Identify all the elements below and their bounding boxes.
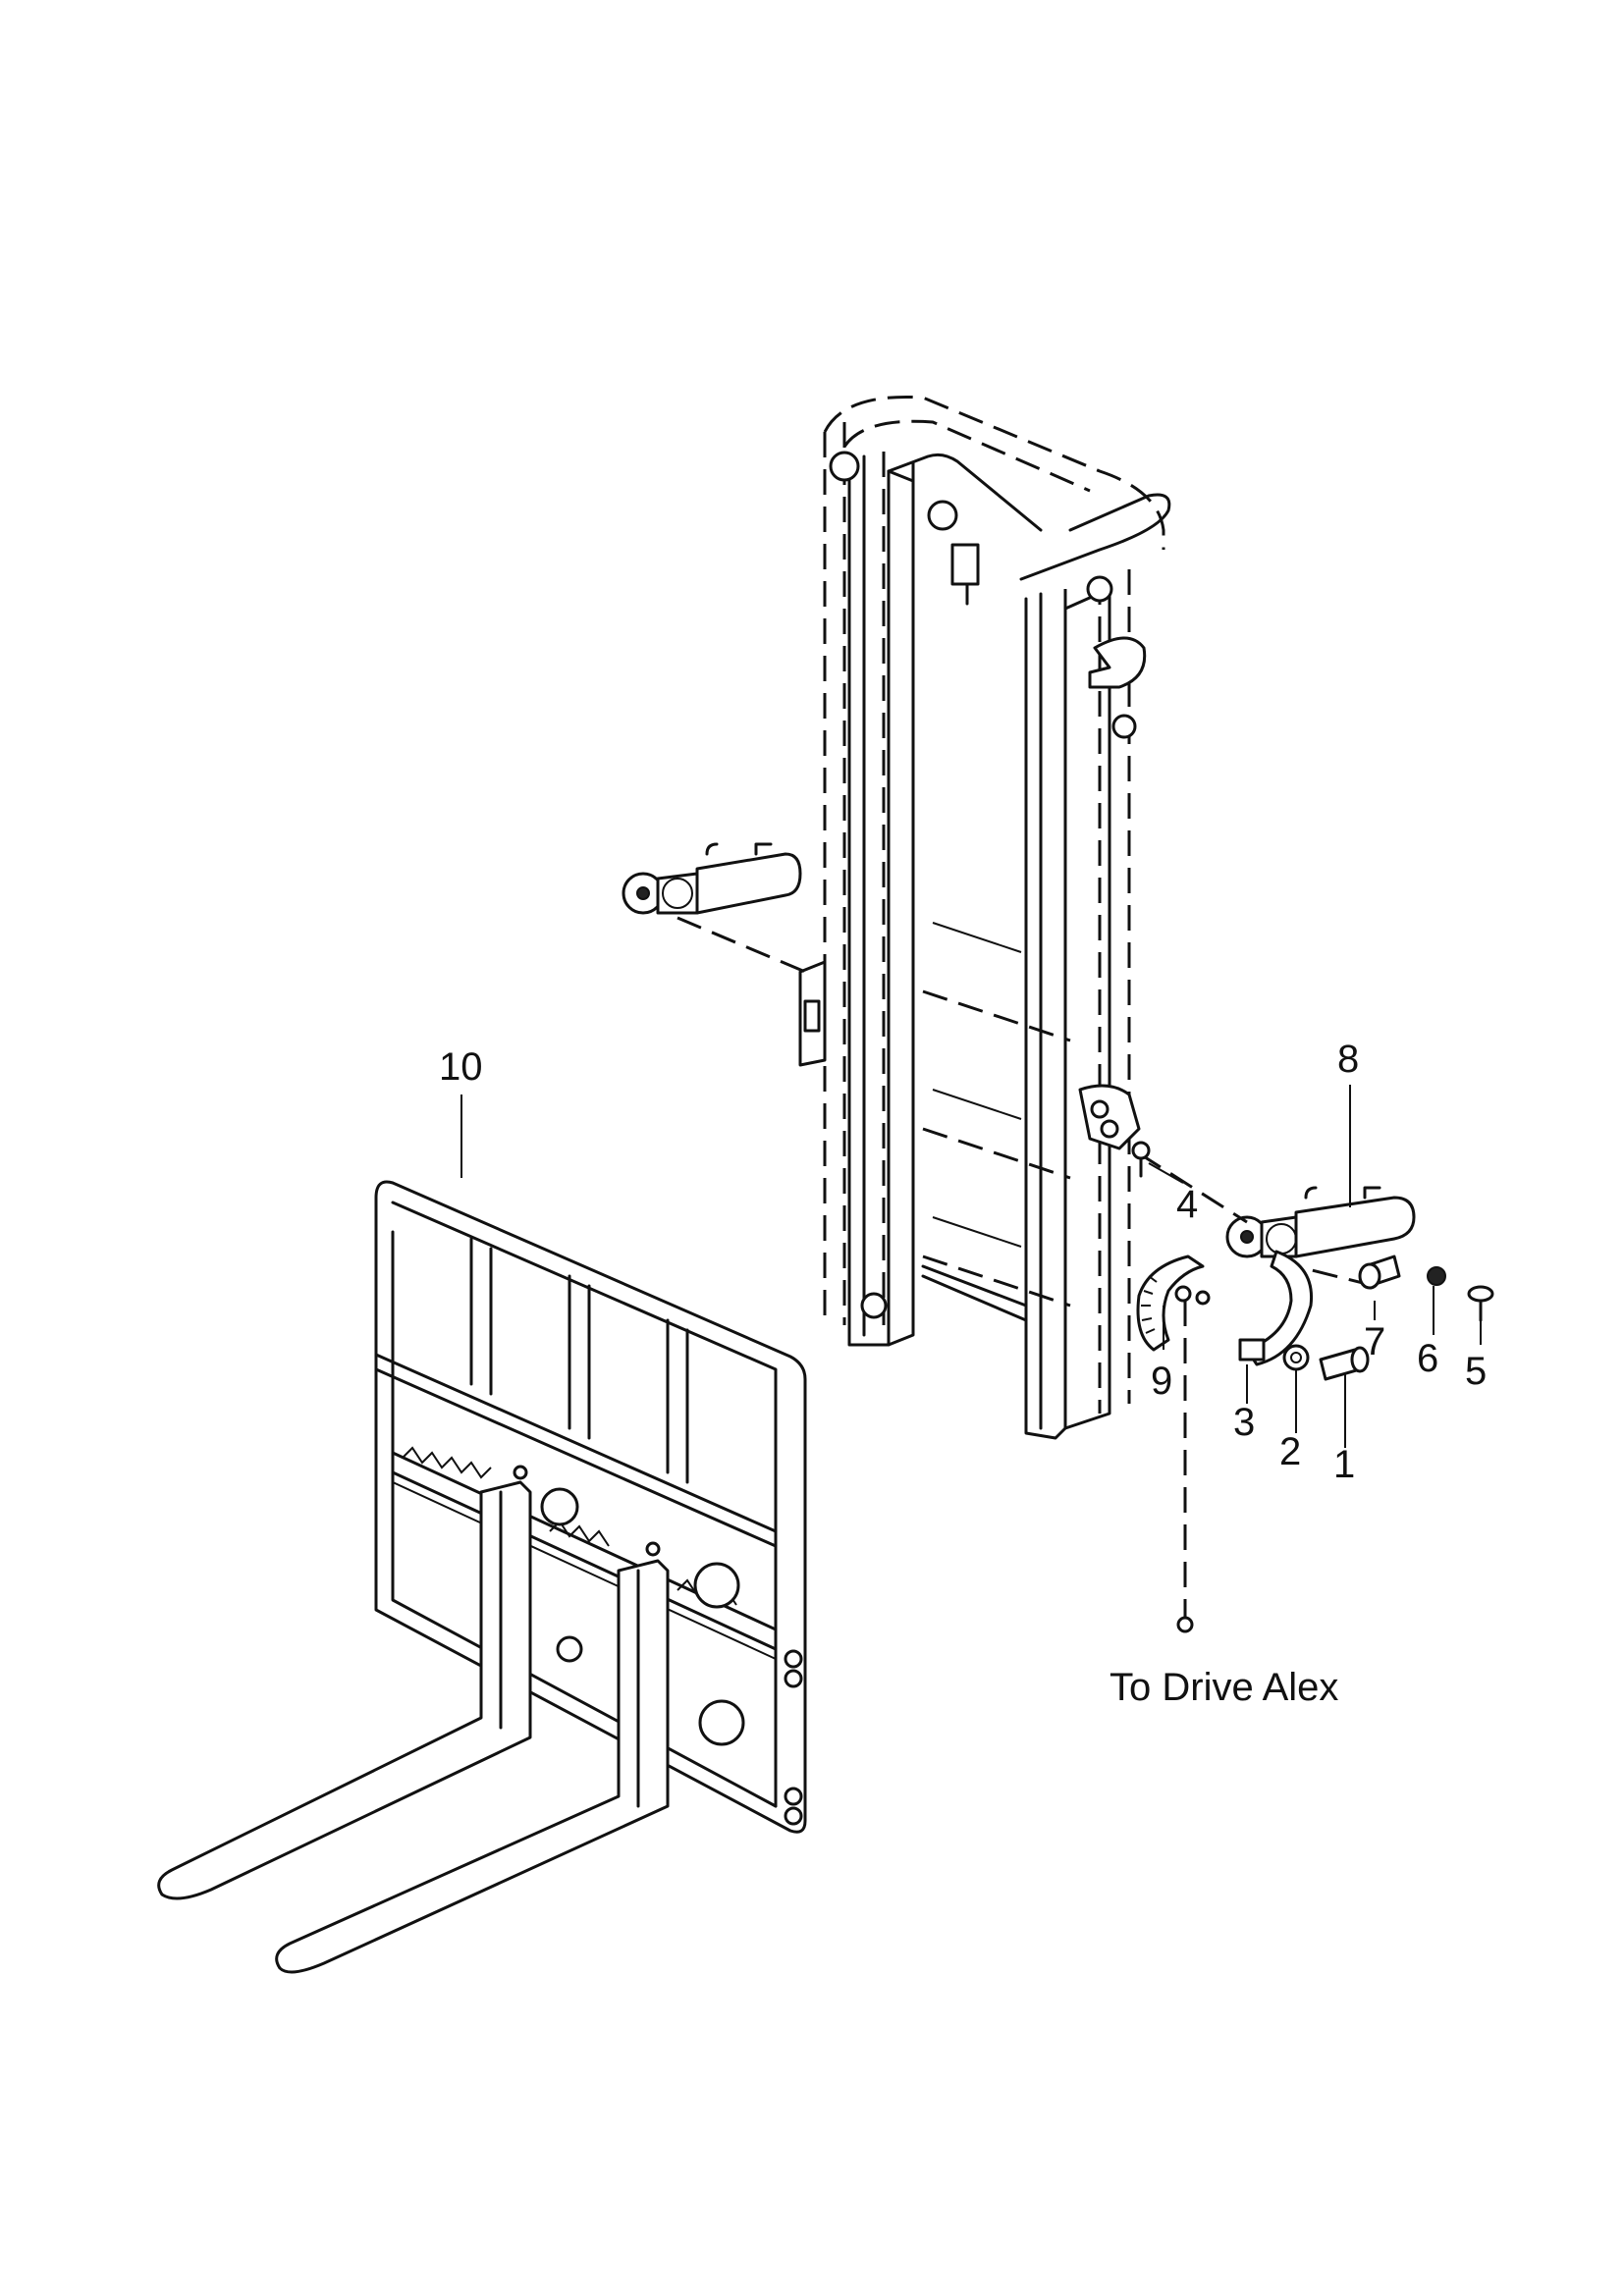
drive-axle-leader-end	[1176, 1616, 1194, 1633]
fork-left	[157, 1465, 532, 1900]
callout-6: 6	[1417, 1337, 1438, 1380]
drive-axle-note: To Drive Alex	[1110, 1666, 1338, 1709]
tilt-cylinder-left	[622, 842, 802, 915]
mast-frame-dashed-outer	[823, 395, 1165, 1414]
callout-10: 10	[439, 1045, 483, 1089]
callout-3: 3	[1233, 1401, 1255, 1444]
half-clamp-segment	[1238, 1250, 1314, 1366]
callout-4: 4	[1176, 1183, 1198, 1226]
callout-2: 2	[1279, 1430, 1301, 1473]
callout-9: 9	[1151, 1360, 1172, 1403]
callout-1: 1	[1333, 1443, 1355, 1486]
callout-8: 8	[1337, 1038, 1359, 1081]
fork-right	[275, 1541, 670, 1974]
mast-inner-channel	[847, 453, 1171, 1440]
tilt-cylinder-left-leader	[677, 916, 806, 974]
fork-carriage	[374, 1180, 807, 1834]
callout-leaders	[460, 1085, 1482, 1448]
tilt-cylinder-right	[1225, 1186, 1416, 1258]
mast-side-bracket-left	[798, 960, 827, 1067]
flat-washer	[1282, 1344, 1310, 1371]
callout-7: 7	[1364, 1320, 1385, 1363]
pin	[1358, 1255, 1401, 1290]
toothed-sector	[1136, 1255, 1211, 1352]
tilt-cylinder-right-leader	[1138, 1151, 1248, 1224]
lock-washer	[1427, 1266, 1446, 1286]
grease-nipple	[1131, 1141, 1151, 1178]
bolt-small	[1467, 1285, 1494, 1322]
callout-5: 5	[1465, 1350, 1487, 1393]
mast-upper-brackets	[829, 451, 1147, 1319]
bolt-large	[1319, 1346, 1370, 1381]
carriage-rollers	[540, 1487, 803, 1826]
mast-side-bracket-right	[1078, 1084, 1141, 1150]
